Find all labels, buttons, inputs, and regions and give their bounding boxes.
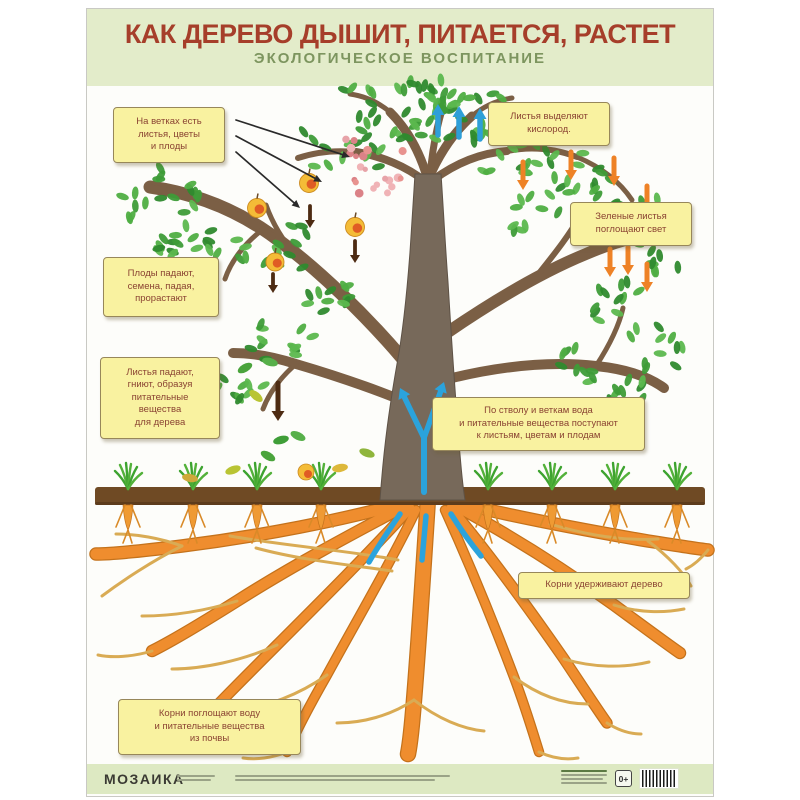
poster-footer: МОЗАИКА 0+ bbox=[87, 764, 713, 794]
callout-roots-absorb: Корни поглощают воду и питательные вещес… bbox=[118, 699, 301, 755]
fine-print-block bbox=[235, 775, 450, 781]
fine-print-block bbox=[177, 775, 215, 781]
poster-header: КАК ДЕРЕВО ДЫШИТ, ПИТАЕТСЯ, РАСТЕТ ЭКОЛО… bbox=[87, 9, 713, 86]
age-rating-badge: 0+ bbox=[615, 770, 632, 787]
barcode bbox=[639, 768, 679, 789]
callout-fruits-fall: Плоды падают, семена, падая, прорастают bbox=[103, 257, 219, 317]
callout-leaves-rot: Листья падают, гниют, образуя питательны… bbox=[100, 357, 220, 439]
callout-water-up-trunk: По стволу и веткам вода и питательные ве… bbox=[432, 397, 645, 451]
callout-leaves-light: Зеленые листья поглощают свет bbox=[570, 202, 692, 246]
poster-subtitle: ЭКОЛОГИЧЕСКОЕ ВОСПИТАНИЕ bbox=[253, 50, 547, 68]
callout-branches-have: На ветках есть листья, цветы и плоды bbox=[113, 107, 225, 163]
callout-roots-hold: Корни удерживают дерево bbox=[518, 572, 690, 599]
callout-leaves-oxygen: Листья выделяют кислород. bbox=[488, 102, 610, 146]
fine-print-block bbox=[561, 770, 607, 784]
publisher-logo: МОЗАИКА bbox=[104, 771, 185, 787]
poster-title: КАК ДЕРЕВО ДЫШИТ, ПИТАЕТСЯ, РАСТЕТ bbox=[124, 19, 676, 49]
